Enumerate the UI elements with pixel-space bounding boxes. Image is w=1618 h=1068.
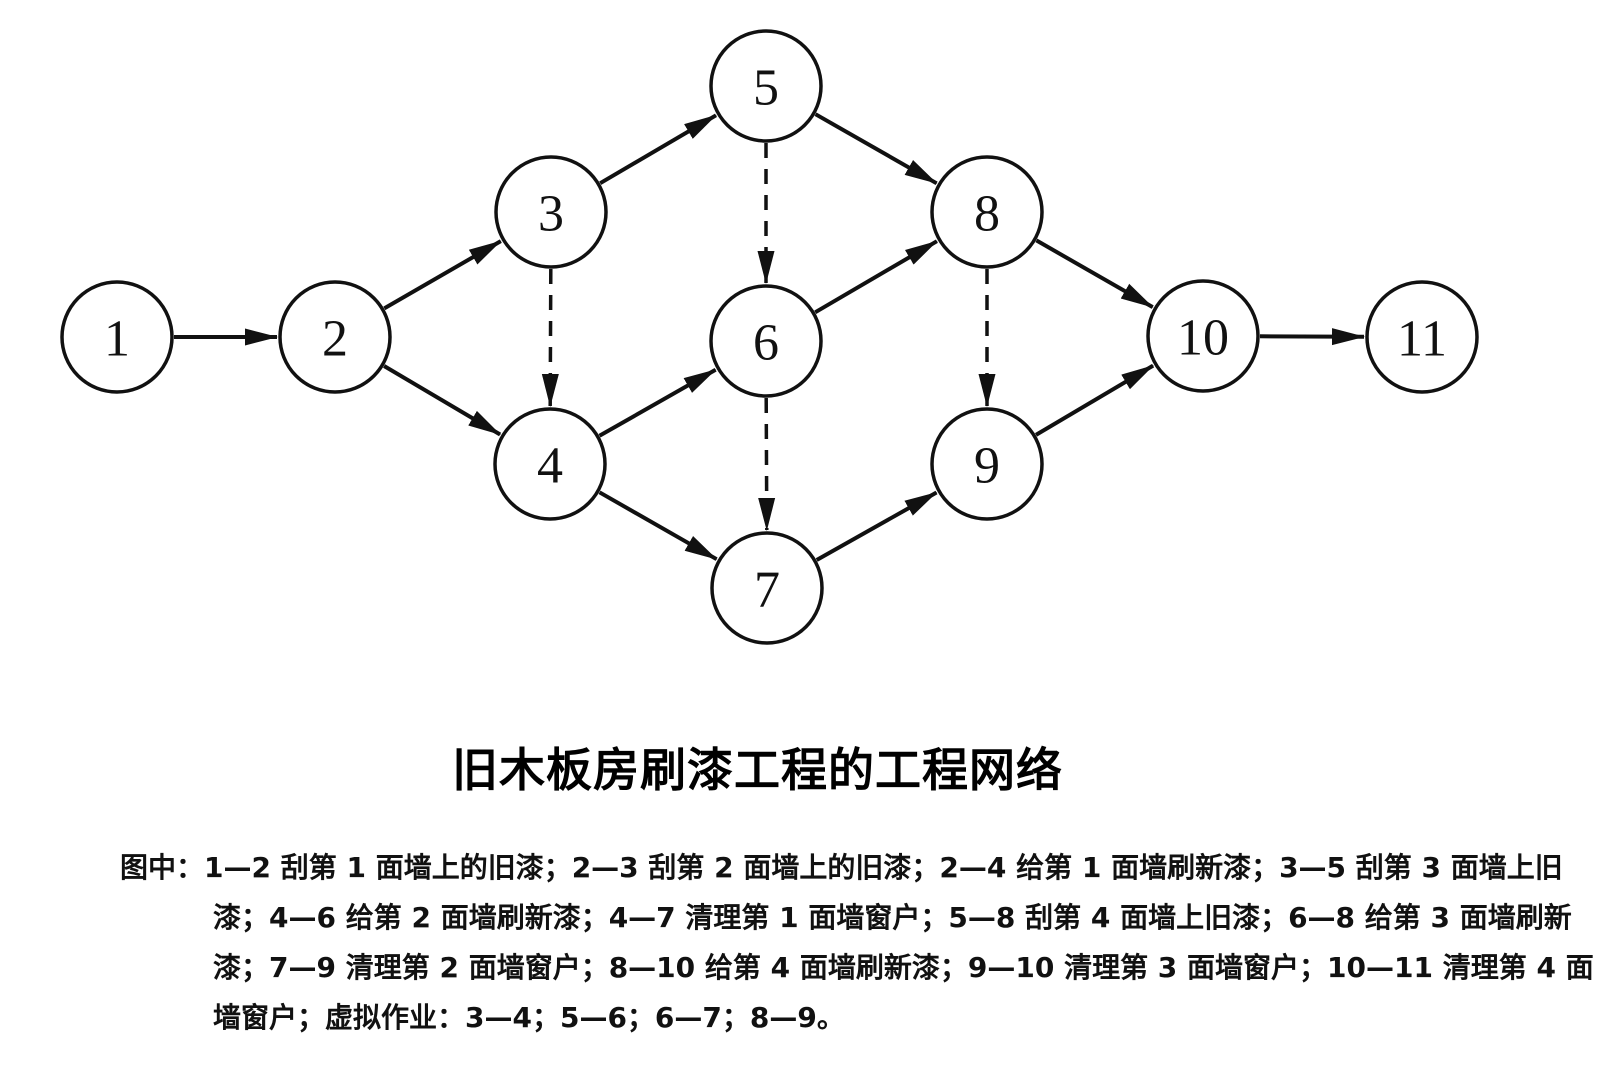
node-2: 2 — [278, 280, 392, 394]
node-circle — [709, 284, 823, 398]
node-8: 8 — [930, 155, 1044, 269]
node-9: 9 — [930, 407, 1044, 521]
node-circle — [709, 29, 823, 143]
node-label: 4 — [537, 438, 563, 495]
node-circle — [710, 531, 824, 645]
node-4: 4 — [493, 407, 607, 521]
node-circle — [494, 155, 608, 269]
caption-line: 图中：1—2 刮第 1 面墙上的旧漆；2—3 刮第 2 面墙上的旧漆；2—4 给… — [120, 851, 1563, 884]
node-circle — [930, 155, 1044, 269]
edge-6-8 — [814, 239, 938, 315]
node-label: 1 — [104, 311, 130, 368]
edge-3-5 — [599, 113, 718, 185]
edge-4-6 — [598, 367, 717, 438]
node-label: 8 — [974, 186, 1000, 243]
node-5: 5 — [709, 29, 823, 143]
node-7: 7 — [710, 531, 824, 645]
node-label: 11 — [1397, 311, 1447, 368]
caption-line: 漆；4—6 给第 2 面墙刷新漆；4—7 清理第 1 面墙窗户；5—8 刮第 4… — [213, 901, 1572, 934]
node-circle — [60, 280, 174, 394]
edge-3-4-dummy — [541, 268, 559, 407]
figure-caption: 图中：1—2 刮第 1 面墙上的旧漆；2—3 刮第 2 面墙上的旧漆；2—4 给… — [120, 843, 1594, 1043]
node-6: 6 — [709, 284, 823, 398]
node-label: 2 — [322, 311, 348, 368]
node-label: 5 — [753, 60, 779, 117]
caption-line: 墙窗户；虚拟作业：3—4；5—6；6—7；8—9。 — [213, 1001, 845, 1034]
node-3: 3 — [494, 155, 608, 269]
edge-2-4 — [383, 364, 502, 437]
node-circle — [930, 407, 1044, 521]
edge-4-7 — [598, 490, 718, 561]
node-circle — [278, 280, 392, 394]
edge-2-3 — [383, 239, 502, 311]
edge-8-10 — [1035, 238, 1154, 309]
node-label: 3 — [538, 186, 564, 243]
node-10: 10 — [1146, 279, 1260, 393]
node-circle — [1146, 279, 1260, 393]
node-label: 7 — [754, 562, 780, 619]
edge-6-7-dummy — [758, 397, 776, 531]
diagram-title: 旧木板房刷漆工程的工程网络 — [452, 743, 1063, 797]
node-circle — [1365, 280, 1479, 394]
node-label: 6 — [753, 315, 779, 372]
edge-7-9 — [815, 490, 938, 562]
node-label: 10 — [1177, 310, 1229, 367]
caption-line: 漆；7—9 清理第 2 面墙窗户；8—10 给第 4 面墙刷新漆；9—10 清理… — [213, 951, 1594, 984]
edge-5-8 — [814, 112, 938, 186]
node-1: 1 — [60, 280, 174, 394]
node-11: 11 — [1365, 280, 1479, 394]
node-label: 9 — [974, 438, 1000, 495]
edge-9-10 — [1034, 363, 1155, 437]
node-circle — [493, 407, 607, 521]
